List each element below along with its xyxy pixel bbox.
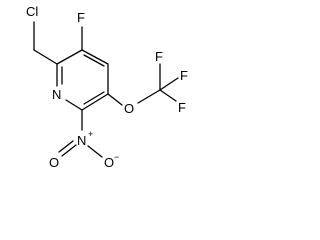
bond-c6-n1 (65, 99, 83, 111)
bond-c5-c6 (81, 93, 109, 111)
chemical-structure: Cl F N O F F F N + O − O (26, 4, 188, 170)
atom-o-nitro-down: O (104, 155, 114, 170)
charge-n-nitro: + (88, 129, 93, 139)
atom-labels: Cl F N O F F F N + O − O (26, 4, 188, 170)
substituent-bonds (33, 21, 179, 158)
bond-cf3-fright (159, 77, 179, 91)
bond-o-cf3 (137, 89, 161, 104)
pyridine-ring (56, 49, 109, 111)
charge-o-nitro-down: − (114, 152, 119, 162)
atom-f-top: F (155, 49, 163, 64)
atom-o-nitro-left: O (49, 155, 59, 170)
structure-canvas: Cl F N O F F F N + O − O (26, 4, 188, 170)
bond-nnitro-oleft (61, 144, 77, 157)
bond-c2-ch2 (33, 49, 58, 65)
bond-nnitro-oleft-inner (58, 140, 74, 153)
bond-c2-c3 (56, 49, 83, 65)
atom-f-ring: F (77, 10, 85, 25)
atom-cl: Cl (26, 4, 38, 19)
bond-c3-c4 (81, 49, 109, 65)
atom-n-ring: N (52, 87, 61, 102)
bond-c5-c6-inner (83, 91, 105, 105)
bond-nnitro-odown (87, 145, 103, 158)
atom-o-ether: O (124, 101, 134, 116)
bond-cf3-flower (159, 89, 177, 102)
atom-n-nitro: N (77, 133, 86, 148)
atom-f-right: F (180, 68, 188, 83)
atom-f-lower: F (178, 100, 186, 115)
bond-c3-c4-inner (83, 54, 105, 67)
bond-c5-o (107, 93, 123, 106)
